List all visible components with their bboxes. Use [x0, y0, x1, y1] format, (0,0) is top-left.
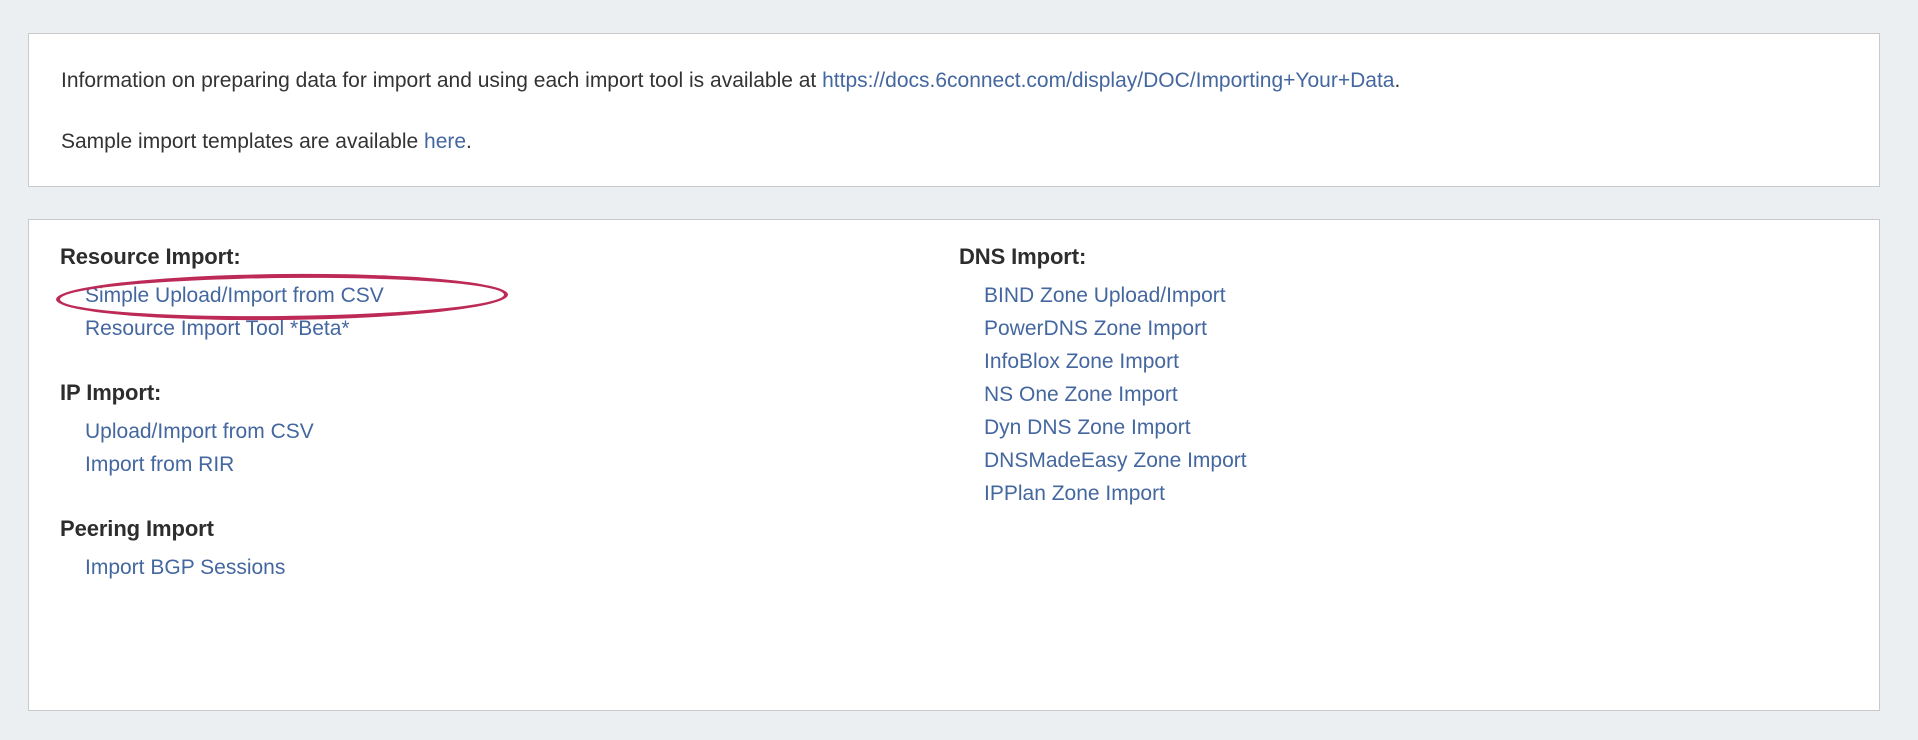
import-tools-columns: Resource Import: Simple Upload/Import fr…	[29, 220, 1879, 584]
link-dnsmadeeasy-zone-import[interactable]: DNSMadeEasy Zone Import	[984, 449, 1247, 472]
group-links-peering-import: Import BGP Sessions	[60, 551, 959, 584]
documentation-info-text-after: .	[1394, 69, 1401, 92]
link-import-from-rir[interactable]: Import from RIR	[85, 453, 235, 476]
list-item: Upload/Import from CSV	[60, 415, 959, 448]
link-dyn-dns-zone-import[interactable]: Dyn DNS Zone Import	[984, 416, 1191, 439]
link-simple-upload-import-from-csv[interactable]: Simple Upload/Import from CSV	[85, 284, 384, 307]
list-item: Import BGP Sessions	[60, 551, 959, 584]
list-item: NS One Zone Import	[959, 378, 1859, 411]
list-item: Simple Upload/Import from CSV	[60, 279, 959, 312]
group-links-ip-import: Upload/Import from CSV Import from RIR	[60, 415, 959, 481]
group-links-resource-import: Simple Upload/Import from CSV Resource I…	[60, 279, 959, 345]
import-tools-left-column: Resource Import: Simple Upload/Import fr…	[29, 220, 959, 584]
group-dns-import: DNS Import: BIND Zone Upload/Import Powe…	[959, 242, 1859, 510]
import-tools-panel: Resource Import: Simple Upload/Import fr…	[28, 219, 1880, 711]
list-item: InfoBlox Zone Import	[959, 345, 1859, 378]
link-upload-import-from-csv[interactable]: Upload/Import from CSV	[85, 420, 314, 443]
group-resource-import: Resource Import: Simple Upload/Import fr…	[60, 242, 959, 345]
group-title-peering-import: Peering Import	[60, 516, 214, 541]
list-item: PowerDNS Zone Import	[959, 312, 1859, 345]
list-item: IPPlan Zone Import	[959, 477, 1859, 510]
group-links-dns-import: BIND Zone Upload/Import PowerDNS Zone Im…	[959, 279, 1859, 510]
sample-templates-text-after: .	[466, 130, 472, 153]
link-bind-zone-upload-import[interactable]: BIND Zone Upload/Import	[984, 284, 1226, 307]
link-infoblox-zone-import[interactable]: InfoBlox Zone Import	[984, 350, 1179, 373]
group-peering-import: Peering Import Import BGP Sessions	[60, 514, 959, 584]
sample-templates-text-before: Sample import templates are available	[61, 130, 425, 153]
list-item: Import from RIR	[60, 448, 959, 481]
link-import-bgp-sessions[interactable]: Import BGP Sessions	[85, 556, 286, 579]
group-title-ip-import: IP Import:	[60, 380, 162, 405]
group-title-resource-import: Resource Import:	[60, 244, 241, 269]
link-resource-import-tool-beta[interactable]: Resource Import Tool *Beta*	[85, 317, 350, 340]
import-info-panel: Information on preparing data for import…	[28, 33, 1880, 187]
list-item: Resource Import Tool *Beta*	[60, 312, 959, 345]
documentation-info-line: Information on preparing data for import…	[61, 68, 1400, 94]
sample-templates-line: Sample import templates are available he…	[61, 129, 472, 155]
link-powerdns-zone-import[interactable]: PowerDNS Zone Import	[984, 317, 1207, 340]
link-ipplan-zone-import[interactable]: IPPlan Zone Import	[984, 482, 1165, 505]
list-item: DNSMadeEasy Zone Import	[959, 444, 1859, 477]
documentation-url-link[interactable]: https://docs.6connect.com/display/DOC/Im…	[822, 69, 1395, 92]
sample-templates-here-link[interactable]: here	[424, 130, 467, 153]
import-tools-right-column: DNS Import: BIND Zone Upload/Import Powe…	[959, 220, 1859, 584]
group-title-dns-import: DNS Import:	[959, 244, 1087, 269]
documentation-info-text-before: Information on preparing data for import…	[61, 69, 823, 92]
group-ip-import: IP Import: Upload/Import from CSV Import…	[60, 378, 959, 481]
list-item: BIND Zone Upload/Import	[959, 279, 1859, 312]
link-ns-one-zone-import[interactable]: NS One Zone Import	[984, 383, 1178, 406]
list-item: Dyn DNS Zone Import	[959, 411, 1859, 444]
